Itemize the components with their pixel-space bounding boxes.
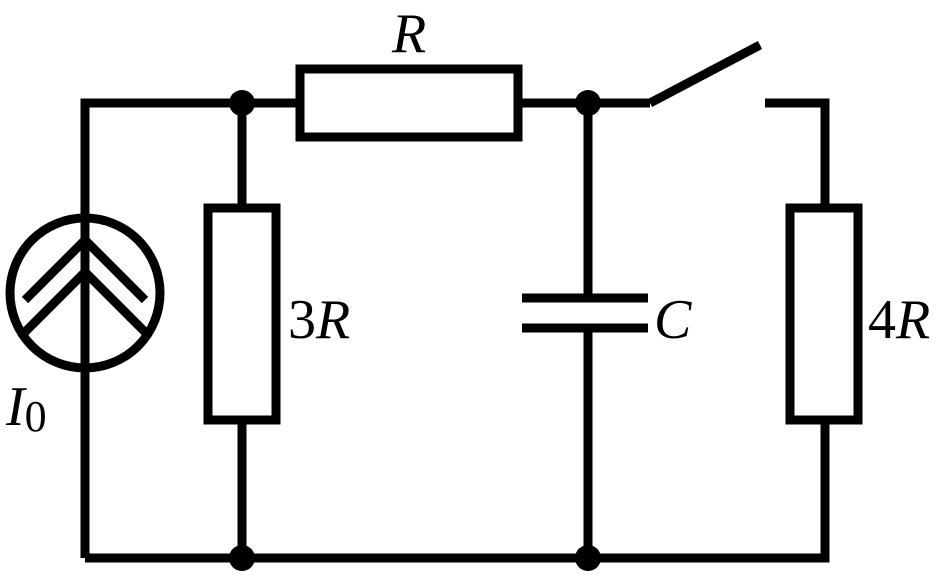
current-source (5, 213, 165, 373)
label-capacitor: C (654, 289, 692, 351)
junction-nodes (229, 90, 601, 571)
junction-node-bottom-middle (575, 545, 601, 571)
label-current-source-symbol: I (5, 376, 27, 438)
current-source-chevron-upper (21, 233, 149, 304)
wire-top-left (80, 98, 300, 215)
wire-bottom (85, 420, 830, 563)
switch-blade (647, 41, 763, 107)
label-resistor-4r: 4R (868, 289, 930, 351)
label-resistor-3r-symbol: R (315, 289, 350, 351)
wires (80, 98, 830, 563)
current-source-chevron-lower (21, 265, 149, 336)
label-resistor-3r-coefficient: 3 (288, 289, 316, 351)
resistor-3r (203, 203, 281, 425)
junction-node-bottom-left (229, 545, 255, 571)
junction-node-top-middle (575, 90, 601, 116)
resistor-4r (785, 203, 863, 425)
label-current-source-subscript: 0 (25, 392, 47, 441)
wire-top-right (765, 98, 830, 208)
label-resistor-4r-coefficient: 4 (868, 289, 896, 351)
label-current-source: I0 (5, 376, 47, 441)
resistor-top (295, 64, 523, 142)
label-resistor-4r-symbol: R (895, 289, 930, 351)
junction-node-top-left (229, 90, 255, 116)
label-resistor-3r: 3R (288, 289, 350, 351)
capacitor (522, 293, 648, 333)
label-resistor-top: R (391, 3, 426, 65)
